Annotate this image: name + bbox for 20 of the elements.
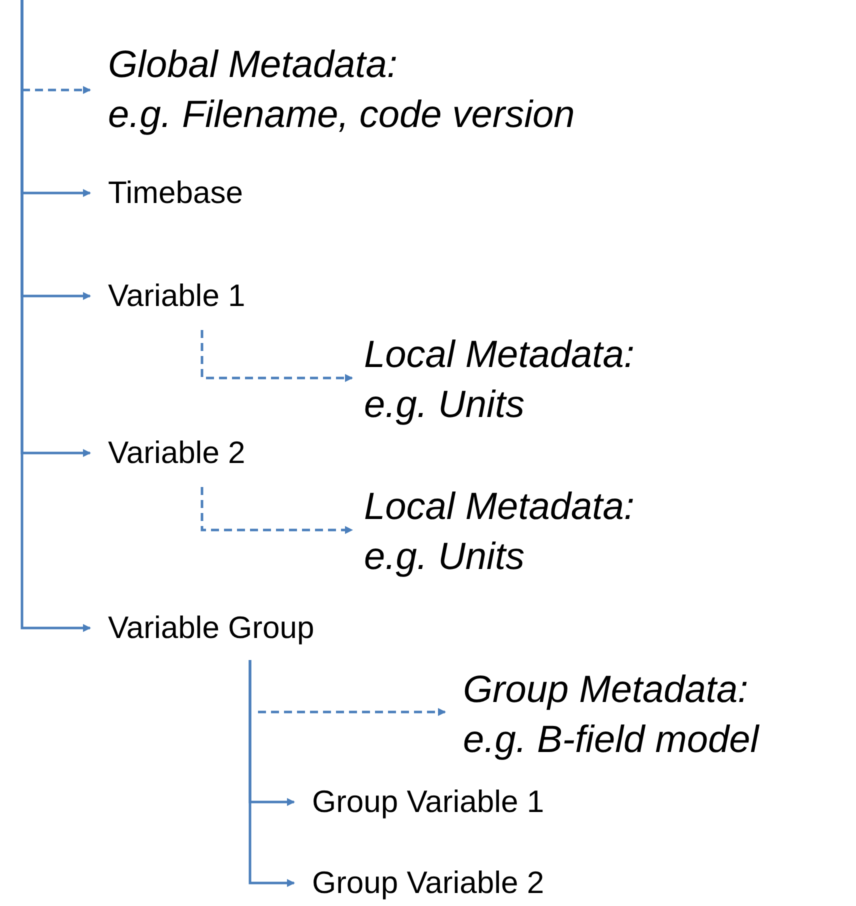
- connector-arrow: [258, 708, 446, 716]
- item-label: Timebase: [108, 174, 243, 212]
- metadata-heading: Local Metadata:: [364, 333, 634, 378]
- metadata-example: e.g. Units: [364, 383, 525, 428]
- metadata-example: e.g. B-field model: [463, 718, 759, 763]
- metadata-example: e.g. Units: [364, 535, 525, 580]
- connector-arrow: [200, 330, 353, 382]
- metadata-heading: Group Metadata:: [463, 668, 748, 713]
- connector-arrow: [22, 86, 91, 94]
- item-label: Variable Group: [108, 609, 314, 647]
- metadata-heading: Local Metadata:: [364, 485, 634, 530]
- metadata-heading: Global Metadata:: [108, 43, 398, 88]
- connector-arrow: [248, 660, 295, 887]
- item-label: Group Variable 1: [312, 783, 544, 821]
- item-label: Variable 1: [108, 277, 246, 315]
- connector-arrow: [200, 487, 353, 534]
- connector-arrow: [20, 0, 91, 632]
- item-label: Variable 2: [108, 434, 246, 472]
- metadata-example: e.g. Filename, code version: [108, 93, 575, 138]
- item-label: Group Variable 2: [312, 864, 544, 902]
